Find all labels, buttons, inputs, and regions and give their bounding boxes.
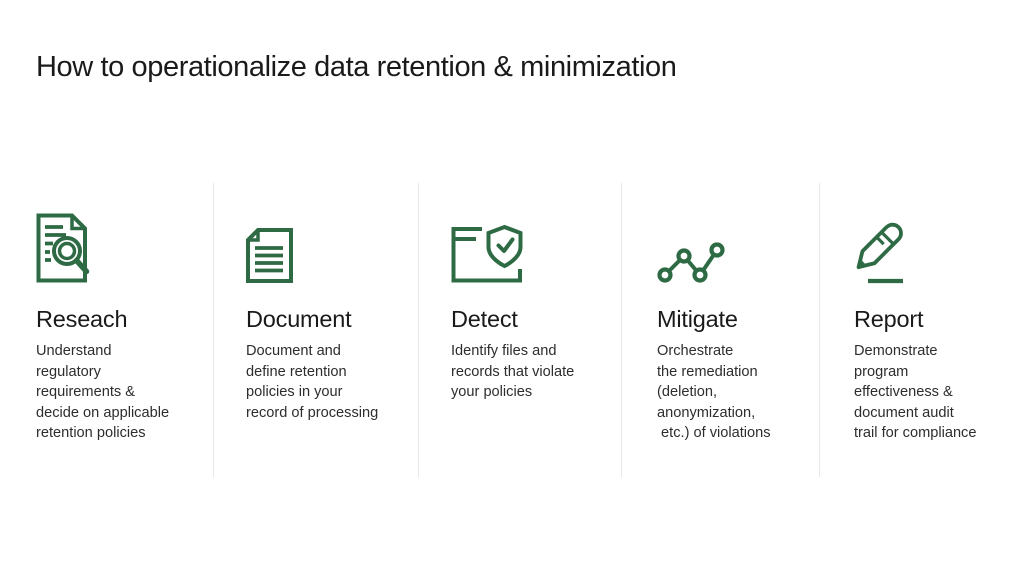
step-mitigate: Mitigate Orchestrate the remediation (de… bbox=[621, 183, 819, 477]
step-heading: Report bbox=[854, 306, 924, 332]
step-heading: Mitigate bbox=[657, 306, 738, 332]
step-description: Demonstrate program effectiveness & docu… bbox=[854, 343, 977, 442]
step-report: Report Demonstrate program effectiveness… bbox=[819, 183, 1024, 477]
page-title: How to operationalize data retention & m… bbox=[36, 51, 677, 83]
steps-row: Reseach Understand regulatory requiremen… bbox=[36, 183, 1024, 477]
step-icon-area bbox=[854, 183, 1024, 284]
step-description: Orchestrate the remediation (deletion, a… bbox=[657, 343, 771, 442]
step-icon-area bbox=[36, 183, 213, 283]
step-description: Understand regulatory requirements & dec… bbox=[36, 343, 170, 442]
step-heading: Reseach bbox=[36, 306, 128, 332]
document-search-icon bbox=[36, 213, 90, 283]
step-heading: Document bbox=[246, 306, 352, 332]
folder-shield-check-icon bbox=[451, 224, 523, 283]
step-heading: Detect bbox=[451, 306, 518, 332]
document-lines-icon bbox=[246, 228, 293, 283]
trend-nodes-icon bbox=[657, 242, 725, 283]
step-document: Document Document and define retention p… bbox=[213, 183, 418, 477]
step-description: Identify files and records that violate … bbox=[451, 343, 575, 401]
step-icon-area bbox=[246, 183, 418, 283]
pencil-underline-icon bbox=[856, 222, 903, 284]
step-description: Document and define retention policies i… bbox=[246, 343, 379, 421]
step-icon-area bbox=[451, 183, 621, 283]
step-detect: Detect Identify files and records that v… bbox=[418, 183, 621, 477]
step-research: Reseach Understand regulatory requiremen… bbox=[36, 183, 213, 477]
step-icon-area bbox=[657, 183, 819, 283]
